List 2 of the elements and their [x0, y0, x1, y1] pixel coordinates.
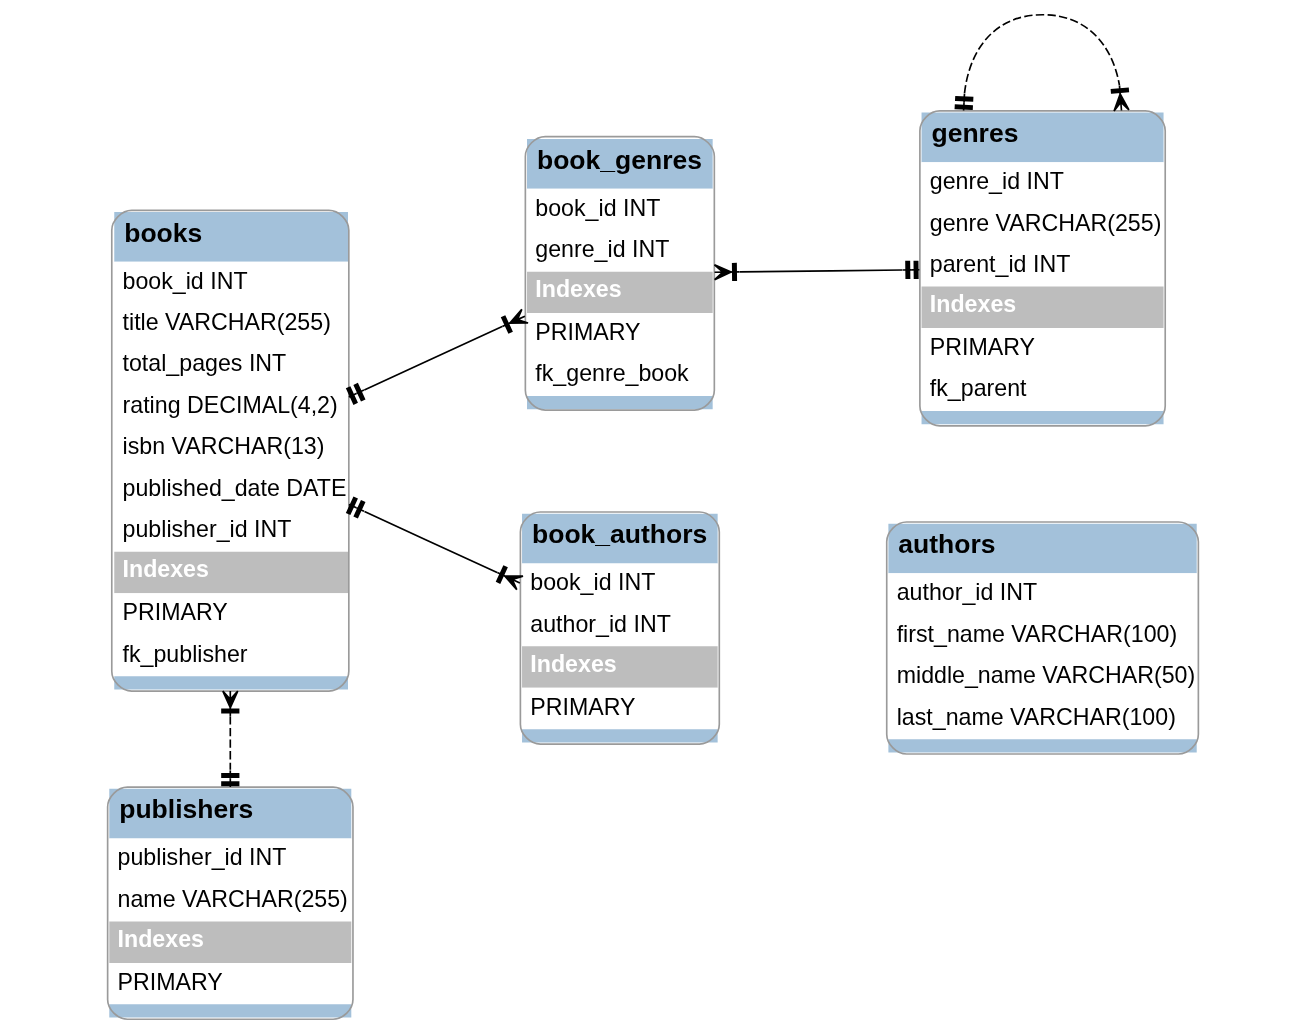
connector: [954, 13, 1130, 112]
connector: [345, 308, 529, 405]
